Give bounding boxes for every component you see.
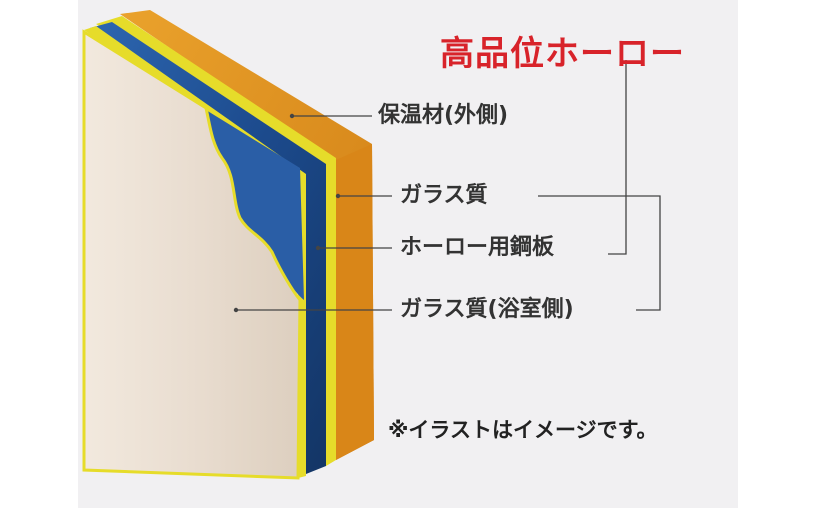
illustration-note: ※イラストはイメージです。 [388, 418, 658, 442]
insulation-side [336, 144, 374, 460]
label-steel-plate: ホーロー用鋼板 [400, 235, 555, 260]
label-glass: ガラス質 [400, 183, 488, 208]
label-insulation: 保温材(外側) [378, 103, 509, 128]
steel-plate-layer [90, 22, 326, 474]
insulation-layer [120, 10, 374, 460]
glass-layer-outer [96, 16, 336, 466]
title-bracket-steel [608, 60, 627, 255]
title: 高品位ホーロー [440, 34, 685, 74]
label-glass-bathroom: ガラス質(浴室側) [400, 297, 574, 322]
inner-surface [82, 29, 302, 480]
steel-cutaway [206, 110, 304, 300]
glass-bracket [538, 195, 661, 311]
